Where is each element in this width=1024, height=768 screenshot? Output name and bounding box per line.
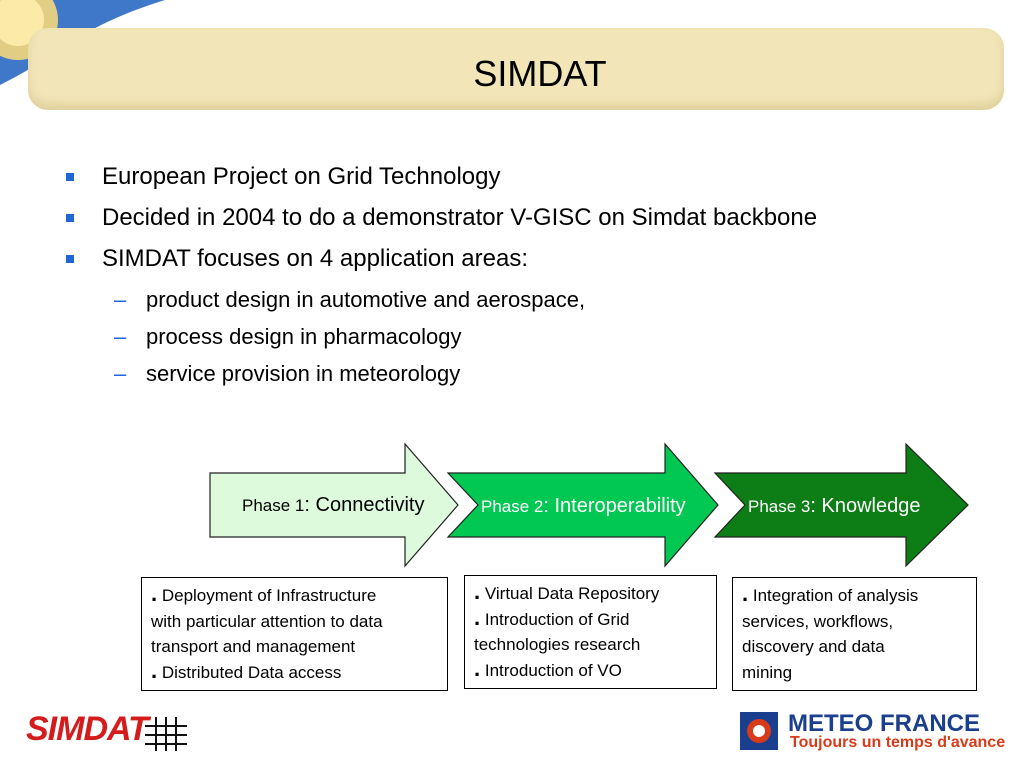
bullet-item: Decided in 2004 to do a demonstrator V-G… (62, 201, 1002, 242)
grid-icon (145, 717, 187, 751)
phase-2-name: : Interoperability (543, 495, 686, 517)
sub-bullet-item: – service provision in meteorology (62, 357, 1002, 394)
bullet-square-icon (66, 214, 74, 222)
description-line: . Introduction of VO (474, 655, 622, 681)
phase-1-arrow (209, 442, 459, 568)
slide-title: SIMDAT (473, 53, 607, 94)
phase-1-prefix: Phase 1 (242, 496, 305, 515)
sub-bullet-text: process design in pharmacology (146, 324, 462, 349)
phase-2-arrow (446, 442, 719, 568)
bullet-text: Decided in 2004 to do a demonstrator V-G… (102, 204, 818, 231)
sub-bullet-text: service provision in meteorology (146, 361, 461, 386)
phase-1-description: . Deployment of Infrastructure with part… (141, 577, 448, 691)
phase-3-label: Phase 3: Knowledge (748, 495, 920, 518)
description-line: technologies research (474, 635, 641, 654)
phase-1-name: : Connectivity (304, 494, 425, 516)
bullet-list: European Project on Grid Technology Deci… (62, 160, 1002, 394)
bullet-square-icon (66, 173, 74, 181)
bullet-item: SIMDAT focuses on 4 application areas: (62, 242, 1002, 283)
description-line: mining (742, 662, 793, 682)
phase-3-prefix: Phase 3 (748, 497, 811, 516)
meteo-france-tagline: Toujours un temps d'avance (790, 734, 1006, 751)
meteo-france-name: METEO FRANCE (788, 710, 980, 737)
description-line: transport and management (151, 637, 356, 656)
description-line: with particular attention to data (151, 611, 383, 631)
description-line: . Distributed Data access (151, 657, 342, 683)
title-bar (28, 28, 1004, 110)
description-line: . Introduction of Grid (474, 604, 630, 630)
phase-3-arrow (713, 442, 969, 568)
phase-2-label: Phase 2: Interoperability (481, 495, 686, 518)
phase-2-description: . Virtual Data Repository . Introduction… (464, 575, 717, 689)
meteo-france-logo-icon (740, 712, 778, 750)
description-line: . Virtual Data Repository (474, 579, 660, 604)
sub-bullet-item: – product design in automotive and aeros… (62, 283, 1002, 320)
description-line: . Deployment of Infrastructure (151, 581, 377, 606)
phase-2-prefix: Phase 2 (481, 497, 544, 516)
dash-icon: – (114, 287, 127, 312)
phase-3-name: : Knowledge (810, 495, 921, 517)
bullet-item: European Project on Grid Technology (62, 160, 1002, 201)
sub-bullet-item: – process design in pharmacology (62, 320, 1002, 357)
description-line: . Integration of analysis (742, 581, 919, 606)
phase-1-label: Phase 1: Connectivity (242, 494, 424, 517)
phase-3-description: . Integration of analysis services, work… (732, 577, 977, 691)
description-line: services, workflows, (742, 611, 894, 631)
description-line: discovery and data (742, 637, 885, 656)
bullet-text: European Project on Grid Technology (102, 163, 501, 190)
bullet-square-icon (66, 255, 74, 263)
bullet-text: SIMDAT focuses on 4 application areas: (102, 245, 528, 272)
simdat-logo: SIMDAT (26, 710, 149, 748)
dash-icon: – (114, 324, 127, 349)
dash-icon: – (114, 361, 127, 386)
sub-bullet-text: product design in automotive and aerospa… (146, 287, 586, 312)
